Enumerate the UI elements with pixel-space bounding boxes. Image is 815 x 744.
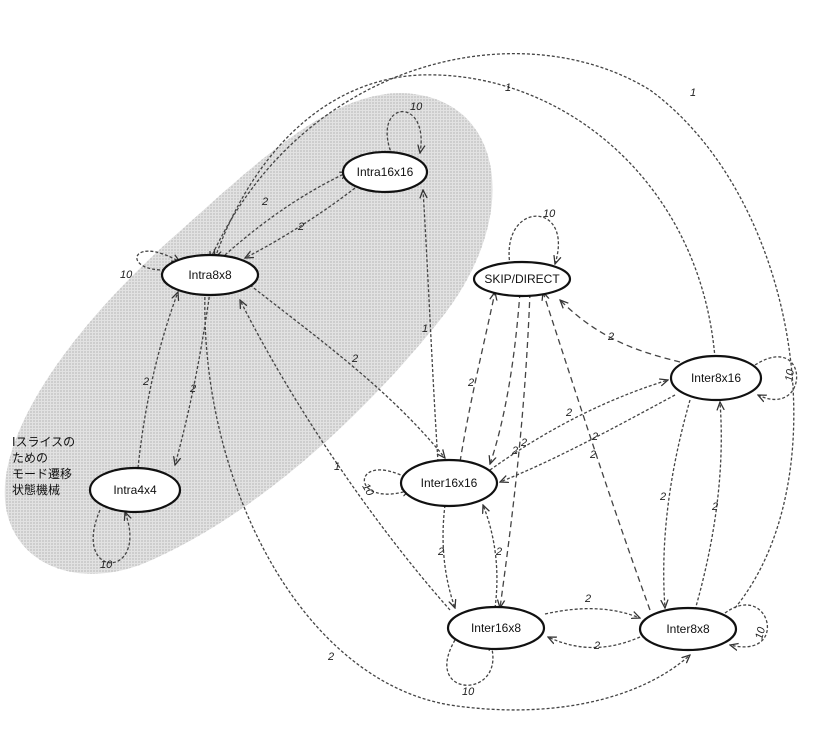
edge-inter16x8-to-inter16x16: 2	[483, 505, 502, 608]
edge-label: 2	[327, 651, 334, 663]
edge-label: 2	[437, 546, 444, 558]
edge-label: 10	[410, 101, 423, 113]
edge-label: 2	[591, 431, 598, 443]
edge-skip-to-inter16x16: 2	[490, 292, 520, 464]
edge-inter16x16-to-inter16x8: 2	[437, 505, 455, 608]
edge-label: 2	[297, 221, 304, 233]
edge-label: 10	[462, 686, 475, 698]
edge-inter8x8-to-inter16x8: 2	[548, 637, 640, 652]
edge-label: 2	[589, 449, 596, 461]
node-intra8x8: Intra8x8	[162, 255, 258, 295]
node-intra4x4: Intra4x4	[90, 468, 180, 512]
edge-label: 2	[142, 376, 149, 388]
node-label: Intra8x8	[188, 268, 232, 282]
region-label-line-4: 状態機械	[12, 482, 60, 497]
node-label: Intra4x4	[113, 483, 157, 497]
edge-label: 2	[467, 377, 474, 389]
edge-label: 10	[100, 559, 113, 571]
edge-label: 10	[543, 208, 556, 220]
edge-label: 1	[334, 461, 340, 473]
edge-label: 2	[607, 331, 614, 343]
node-label: Inter8x16	[691, 371, 741, 385]
edge-loop-skip: 10	[509, 208, 558, 265]
edge-label: 2	[659, 491, 666, 503]
edge-label: 2	[584, 593, 591, 605]
edge-label: 10	[753, 625, 768, 641]
edge-inter8x8-to-skip: 2	[543, 292, 650, 610]
region-label-line-1: Iスライスの	[12, 435, 75, 449]
edge-inter8x8-to-inter8x16: 2	[695, 402, 721, 610]
node-skip-direct: SKIP/DIRECT	[474, 262, 570, 296]
edge-label: 2	[261, 196, 268, 208]
edge-inter8x16-to-inter8x8: 2	[659, 400, 690, 608]
node-label: Inter16x16	[421, 476, 478, 490]
edge-label: 2	[351, 353, 358, 365]
edge-label: 10	[359, 482, 376, 499]
edge-label: 2	[189, 383, 196, 395]
node-label: Inter16x8	[471, 621, 521, 635]
edge-label: 2	[711, 501, 718, 513]
node-inter16x8: Inter16x8	[448, 607, 544, 649]
node-inter16x16: Inter16x16	[401, 460, 497, 506]
node-intra16x16: Intra16x16	[343, 152, 427, 192]
edge-label: 2	[593, 640, 600, 652]
node-inter8x16: Inter8x16	[671, 356, 761, 400]
edge-inter16x16-to-skip: 2	[460, 292, 495, 462]
node-inter8x8: Inter8x8	[640, 608, 736, 650]
edge-label: 1	[505, 82, 511, 94]
edge-label: 1	[690, 87, 696, 99]
node-label: SKIP/DIRECT	[484, 272, 560, 286]
node-label: Intra16x16	[357, 165, 414, 179]
edge-inter8x16-to-skip: 2	[560, 300, 680, 362]
region-label-line-3: モード遷移	[12, 467, 72, 481]
edge-label: 10	[120, 269, 133, 281]
edge-label: 2	[565, 407, 572, 419]
edge-label: 2	[495, 546, 502, 558]
node-label: Inter8x8	[666, 622, 710, 636]
edge-label: 1	[422, 323, 428, 335]
region-label-line-2: ための	[12, 451, 48, 465]
edge-inter16x8-to-inter8x8: 2	[545, 593, 640, 618]
